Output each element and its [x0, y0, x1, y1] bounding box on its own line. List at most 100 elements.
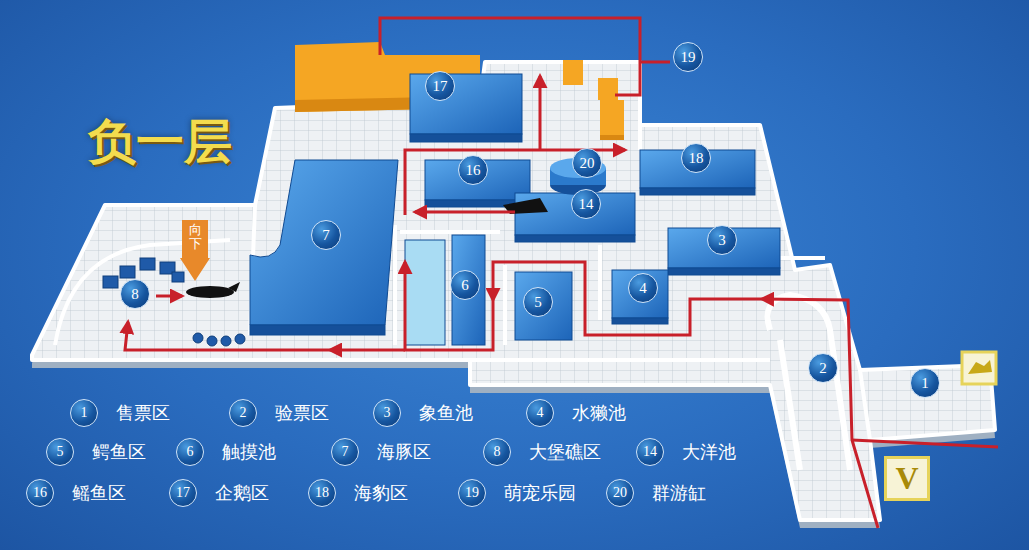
orange-buildings	[563, 60, 583, 85]
floor-title: 负一层	[88, 110, 232, 174]
visitor-route	[405, 150, 625, 215]
interior-walls	[598, 245, 602, 320]
interior-walls	[55, 125, 870, 440]
visitor-route	[330, 349, 405, 352]
reef-tanks	[221, 336, 231, 346]
visitor-route	[852, 440, 998, 447]
visitor-route	[415, 211, 515, 214]
legend-label: 萌宠乐园	[504, 481, 576, 505]
interior-walls	[860, 370, 870, 440]
area-number: 3	[718, 232, 726, 249]
entrance-letter: V	[895, 460, 918, 497]
area-number: 16	[466, 162, 481, 179]
building-floor	[32, 62, 995, 528]
legend-number: 17	[169, 479, 197, 507]
legend-item: 8 大堡礁区	[483, 438, 601, 466]
area-number: 14	[579, 196, 594, 213]
legend-label: 大洋池	[682, 440, 736, 464]
arrow-shape	[180, 220, 210, 281]
reef-tanks	[103, 258, 245, 346]
legend-label: 售票区	[116, 401, 170, 425]
callout-number: 8	[120, 279, 150, 309]
area-number: 19	[681, 49, 696, 66]
pools	[515, 235, 635, 242]
animal-silhouettes	[186, 286, 234, 298]
area-number: 18	[689, 150, 704, 167]
visitor-route	[125, 18, 998, 528]
interior-walls	[638, 125, 642, 150]
callout-number: 17	[425, 71, 455, 101]
pools	[405, 240, 445, 345]
visitor-route	[762, 299, 878, 528]
legend-label: 鳐鱼区	[72, 481, 126, 505]
legend-item: 19 萌宠乐园	[458, 479, 576, 507]
legend-item: 20 群游缸	[606, 479, 706, 507]
legend-item: 4 水獭池	[526, 399, 626, 427]
legend-item: 18海豹区	[308, 479, 408, 507]
legend-label: 大堡礁区	[529, 440, 601, 464]
entrance-curve	[780, 340, 800, 470]
legend-number: 8	[483, 438, 511, 466]
pools	[668, 268, 780, 275]
area-number: 1	[921, 375, 929, 392]
area-number: 17	[433, 78, 448, 95]
legend-label: 海豹区	[354, 481, 408, 505]
legend-item: 1 售票区	[70, 399, 170, 427]
callout-number: 4	[628, 273, 658, 303]
legend-number: 4	[526, 399, 554, 427]
entrance-curve	[768, 295, 851, 470]
pools	[612, 270, 668, 318]
legend-item: 7 海豚区	[331, 438, 431, 466]
reef-tanks	[120, 266, 135, 278]
legend-number: 3	[373, 399, 401, 427]
callout-number: 7	[311, 220, 341, 250]
legend-label: 群游缸	[652, 481, 706, 505]
visitor-route	[125, 322, 330, 350]
orange-buildings	[600, 135, 624, 140]
pools	[515, 272, 572, 340]
building-floor	[32, 62, 995, 520]
legend-label: 鳄鱼区	[92, 440, 146, 464]
area-number: 6	[461, 277, 469, 294]
legend-item: 3象鱼池	[373, 399, 473, 427]
legend-number: 20	[606, 479, 634, 507]
entrance-curve	[768, 295, 851, 470]
area-number: 8	[131, 286, 139, 303]
reef-tanks	[172, 272, 184, 282]
legend-number: 7	[331, 438, 359, 466]
ticket-icon	[962, 352, 996, 384]
legend-item: 14大洋池	[636, 438, 736, 466]
callout-number: 1	[910, 368, 940, 398]
area-number: 20	[580, 155, 595, 172]
legend-label: 企鹅区	[215, 481, 269, 505]
legend-item: 6 触摸池	[176, 438, 276, 466]
reef-tanks	[207, 336, 217, 346]
legend-item: 2验票区	[229, 399, 329, 427]
legend-number: 19	[458, 479, 486, 507]
callout-number: 5	[523, 287, 553, 317]
callout-number: 19	[673, 42, 703, 72]
callout-number: 16	[458, 155, 488, 185]
ticket-icon	[968, 360, 992, 374]
callout-number: 3	[707, 225, 737, 255]
area-number: 5	[534, 294, 542, 311]
legend-number: 6	[176, 438, 204, 466]
legend-item: 17 企鹅区	[169, 479, 269, 507]
legend-item: 5鳄鱼区	[46, 438, 146, 466]
callout-number: 18	[681, 143, 711, 173]
ticket-icon	[962, 352, 996, 384]
visitor-route	[405, 262, 493, 350]
area-number: 2	[819, 360, 827, 377]
pools	[250, 74, 780, 345]
orange-buildings	[598, 78, 618, 100]
visitor-route	[640, 61, 670, 64]
legend-number: 1	[70, 399, 98, 427]
animal-silhouettes	[228, 282, 240, 292]
pools	[250, 325, 385, 335]
legend-number: 16	[26, 479, 54, 507]
pools	[250, 160, 398, 325]
legend-label: 海豚区	[377, 440, 431, 464]
legend-label: 水獭池	[572, 401, 626, 425]
legend-label: 触摸池	[222, 440, 276, 464]
